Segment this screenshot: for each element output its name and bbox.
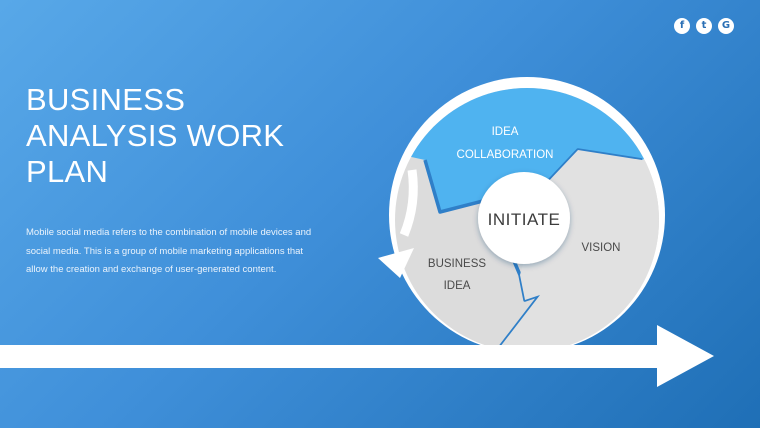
facebook-icon[interactable]: f: [674, 18, 690, 34]
social-links: f t G: [674, 18, 734, 34]
cycle-arrow-arc: [399, 169, 418, 237]
title-line: BUSINESS: [26, 82, 186, 117]
cycle-center-hub: [478, 172, 570, 264]
title-line: PLAN: [26, 154, 109, 189]
center-label: INITIATE: [488, 210, 561, 229]
google-icon[interactable]: G: [718, 18, 734, 34]
segment-left-label: BUSINESS: [428, 258, 486, 270]
twitter-icon[interactable]: t: [696, 18, 712, 34]
segment-left-label: IDEA: [444, 280, 471, 292]
segment-top-label: COLLABORATION: [457, 149, 554, 161]
segment-right-label: VISION: [582, 242, 621, 254]
cycle-arrowhead: [378, 248, 414, 278]
description-text: Mobile social media refers to the combin…: [26, 227, 312, 275]
segment-top-label: IDEA: [492, 126, 519, 138]
page-title: BUSINESS ANALYSIS WORK PLAN: [26, 82, 356, 190]
timeline-arrow: [0, 325, 714, 387]
title-line: ANALYSIS WORK: [26, 118, 285, 153]
